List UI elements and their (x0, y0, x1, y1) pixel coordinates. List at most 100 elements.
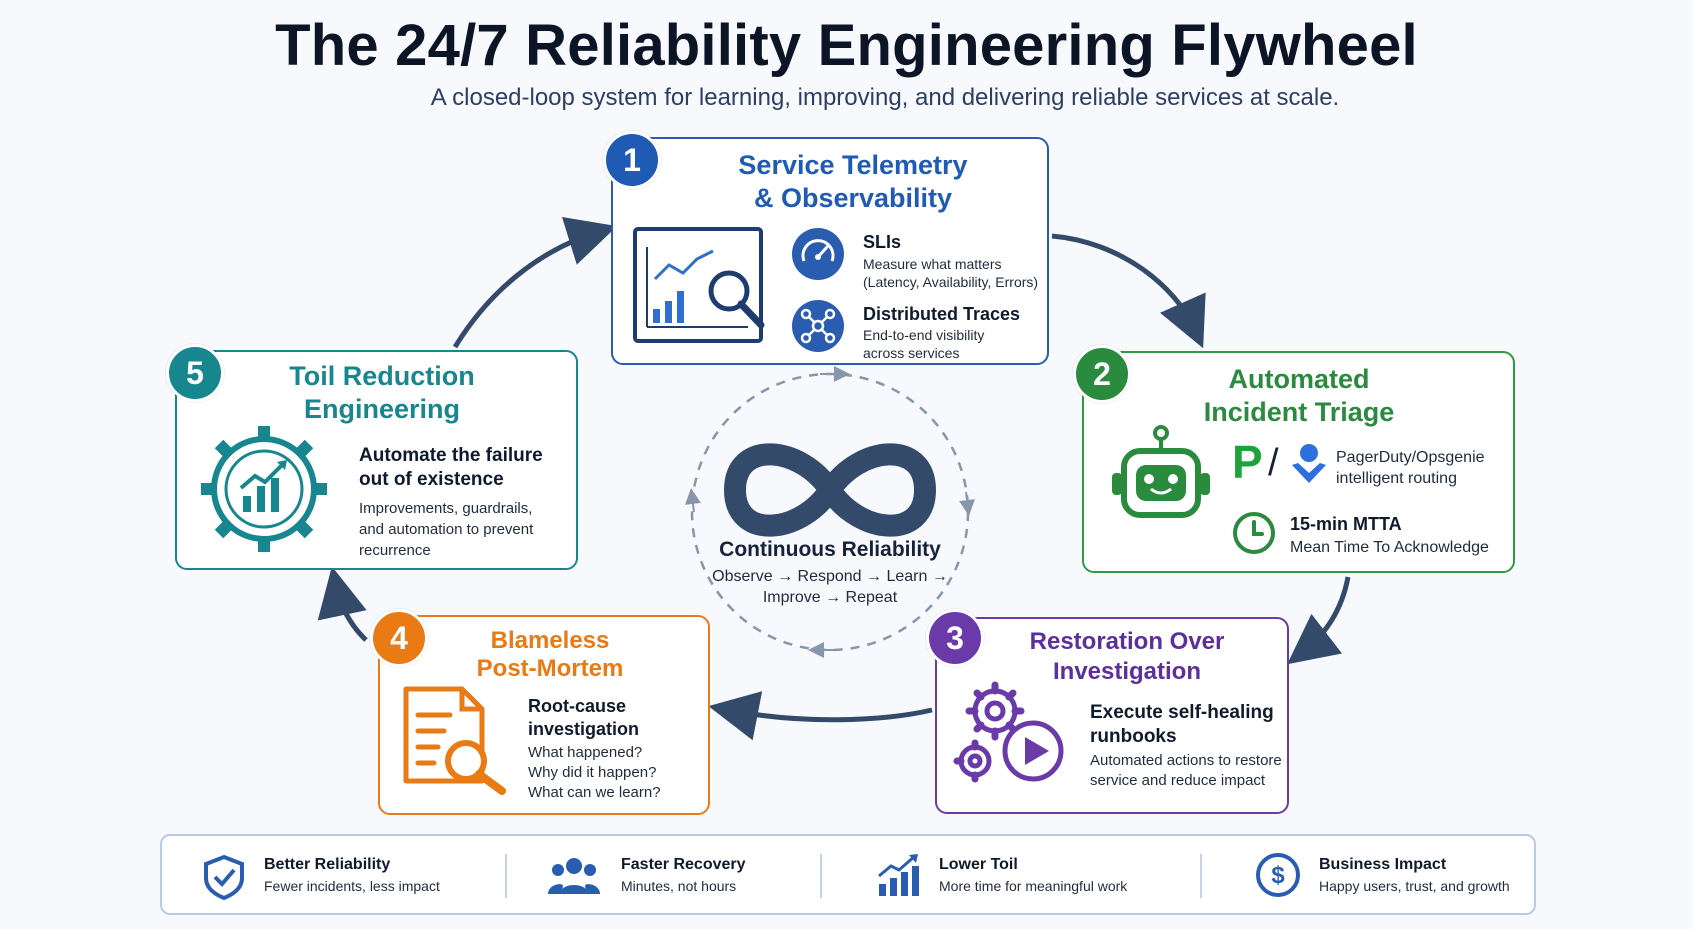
logo-separator: / (1268, 442, 1279, 484)
benefit-toil-heading: Lower Toil (939, 856, 1018, 873)
traces-desc-line-2: across services (863, 345, 960, 361)
svg-text:$: $ (1271, 862, 1285, 889)
benefit-recovery-heading: Faster Recovery (621, 856, 746, 873)
runbook-heading-line-1: Execute self-healing (1090, 702, 1274, 723)
toil-desc-line-1: Improvements, guardrails, (359, 500, 533, 517)
robot-icon (1112, 425, 1210, 518)
toil-heading: Automate the failure out of existence (359, 444, 574, 492)
gauge-icon (792, 228, 844, 280)
mtta-description: Mean Time To Acknowledge (1290, 539, 1489, 556)
stage-3-title-line-1: Restoration Over (1029, 628, 1225, 655)
clock-icon (1233, 512, 1275, 554)
stage-5-card: Toil Reduction Engineering Automate the … (175, 350, 578, 570)
benefit-recovery-desc: Minutes, not hours (621, 878, 737, 894)
routing-description: PagerDuty/Opsgenie intelligent routing (1336, 447, 1516, 489)
arrow-4-to-5 (317, 566, 368, 642)
toil-description: Improvements, guardrails, and automation… (359, 498, 574, 561)
stage-2-card: Automated Incident Triage P / PagerDuty/… (1082, 351, 1515, 573)
benefit-business-heading: Business Impact (1319, 856, 1447, 873)
sli-desc-line-1: Measure what matters (863, 256, 1002, 272)
mtta-heading: 15-min MTTA (1290, 514, 1402, 534)
runbook-description: Automated actions to restore service and… (1090, 751, 1285, 791)
stage-2-title-line-1: Automated (1228, 364, 1370, 394)
center-description: Observe → Respond → Learn → Improve → Re… (705, 566, 955, 608)
stage-4-title: Blameless Post-Mortem (420, 627, 680, 683)
stage-1-title-line-1: Service Telemetry (738, 150, 968, 180)
toil-desc-line-2: and automation to prevent (359, 521, 534, 538)
stage-1-number: 1 (603, 131, 661, 189)
stage-2-title: Automated Incident Triage (1144, 363, 1454, 429)
stage-5-title-line-1: Toil Reduction (289, 361, 475, 391)
arrow-1-to-2 (1051, 233, 1206, 349)
stage-5-number: 5 (166, 344, 224, 402)
traces-heading: Distributed Traces (863, 304, 1021, 324)
opsgenie-logo-icon (1292, 444, 1326, 483)
dashboard-magnifier-icon (633, 227, 765, 343)
traces-description: End-to-end visibility across services (863, 326, 1048, 362)
routing-desc-line-1: PagerDuty/Opsgenie (1336, 449, 1485, 466)
stage-4-title-line-1: Blameless (490, 627, 610, 654)
stage-5-title-line-2: Engineering (303, 394, 460, 424)
root-cause-heading-line-1: Root-cause (528, 696, 627, 716)
root-cause-heading: Root-cause investigation (528, 695, 708, 741)
dollar-coin-icon: $ (1256, 853, 1300, 897)
runbook-heading-line-2: runbooks (1090, 726, 1177, 747)
pagerduty-logo-icon: P (1232, 436, 1263, 488)
page-title: The 24/7 Reliability Engineering Flywhee… (275, 13, 1418, 78)
stage-4-number: 4 (370, 609, 428, 667)
stage-5-title: Toil Reduction Engineering (237, 360, 527, 426)
benefit-reliability: Better Reliability Fewer incidents, less… (202, 836, 502, 913)
toil-heading-line-2: out of existence (359, 469, 504, 490)
stage-4-title-line-2: Post-Mortem (476, 655, 624, 682)
toil-desc-line-3: recurrence (359, 542, 431, 559)
stage-3-title-line-2: Investigation (1052, 658, 1202, 685)
network-nodes-icon (792, 300, 844, 352)
trend-bars-icon (878, 854, 919, 896)
benefit-recovery: Faster Recovery Minutes, not hours (547, 836, 847, 913)
stage-3-card: Restoration Over Investigation Execute s… (935, 617, 1289, 814)
stage-1-title: Service Telemetry & Observability (673, 149, 1033, 215)
sli-heading: SLIs (863, 232, 902, 252)
footer-divider (505, 854, 507, 898)
sli-desc-line-2: (Latency, Availability, Errors) (863, 274, 1039, 290)
stage-3-number: 3 (926, 609, 984, 667)
benefit-toil-desc: More time for meaningful work (939, 878, 1128, 894)
benefit-reliability-heading: Better Reliability (264, 856, 391, 873)
post-mortem-questions: What happened? Why did it happen? What c… (528, 743, 708, 803)
question-1: What happened? (528, 744, 643, 761)
stage-4-card: Blameless Post-Mortem Root-cause investi… (378, 615, 710, 815)
infinity-icon (724, 443, 936, 537)
benefit-business-desc: Happy users, trust, and growth (1319, 878, 1510, 894)
footer-divider (1200, 854, 1202, 898)
gear-growth-icon (201, 426, 327, 552)
stage-2-number: 2 (1073, 345, 1131, 403)
runbook-heading: Execute self-healing runbooks (1090, 701, 1285, 749)
footer-divider (820, 854, 822, 898)
stage-1-card: Service Telemetry & Observability SLIs M… (611, 137, 1049, 365)
runbook-desc-line-1: Automated actions to restore (1090, 752, 1282, 769)
sli-description: Measure what matters (Latency, Availabil… (863, 255, 1048, 291)
root-cause-heading-line-2: investigation (528, 719, 640, 739)
stage-2-title-line-2: Incident Triage (1203, 397, 1395, 427)
routing-desc-line-2: intelligent routing (1336, 470, 1457, 487)
center-title: Continuous Reliability (719, 538, 941, 561)
arrow-3-to-4 (708, 691, 933, 741)
arrow-5-to-1 (452, 217, 618, 349)
benefit-business: $ Business Impact Happy users, trust, an… (1255, 836, 1535, 913)
arrow-2-to-3 (1287, 576, 1351, 665)
document-search-icon (403, 686, 506, 795)
toil-heading-line-1: Automate the failure (359, 445, 543, 466)
question-3: What can we learn? (528, 784, 661, 801)
gears-play-icon (953, 681, 1064, 783)
benefit-toil: Lower Toil More time for meaningful work (877, 836, 1197, 913)
question-2: Why did it happen? (528, 764, 657, 781)
stage-3-title: Restoration Over Investigation (977, 627, 1277, 687)
page-subtitle: A closed-loop system for learning, impro… (430, 84, 1340, 111)
stage-1-title-line-2: & Observability (753, 183, 953, 213)
center-line-1: Observe → Respond → Learn → (712, 568, 948, 585)
runbook-desc-line-2: service and reduce impact (1090, 772, 1266, 789)
shield-check-icon (204, 854, 244, 900)
center-line-2: Improve → Repeat (762, 589, 898, 606)
people-icon (548, 858, 600, 894)
